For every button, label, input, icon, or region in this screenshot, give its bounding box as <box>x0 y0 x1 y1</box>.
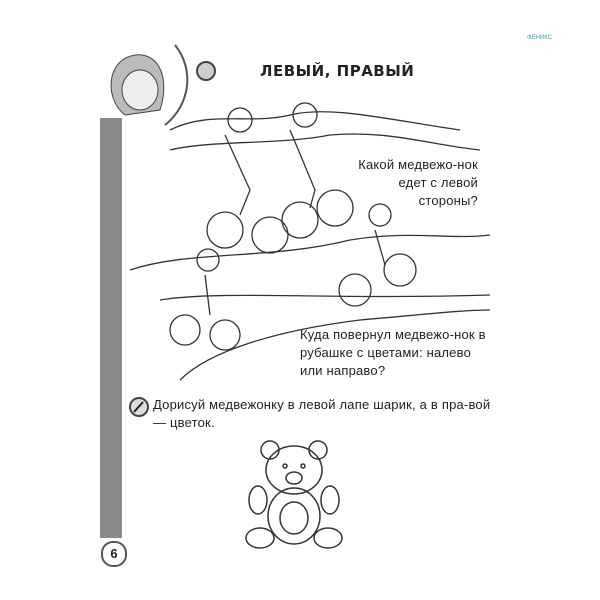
publisher-logo: ФЕНИКС <box>527 35 552 41</box>
teddy-bear-coloring <box>245 440 343 549</box>
side-strip <box>100 118 122 538</box>
question-turn-direction: Куда повернул медвежо-нок в рубашке с цв… <box>300 327 486 378</box>
girl-mascot-illustration <box>110 44 189 126</box>
pencil-icon <box>129 397 149 417</box>
section-icon <box>196 61 216 81</box>
page-title: ЛЕВЫЙ, ПРАВЫЙ <box>260 62 415 80</box>
drawing-task: Дорисуй медвежонку в левой лапе шарик, а… <box>153 397 491 430</box>
bears-on-bikes-illustration <box>130 102 490 381</box>
page-number: 6 <box>101 541 127 567</box>
question-left-bear: Какой медвежо-нок едет с левой стороны? <box>358 157 478 208</box>
